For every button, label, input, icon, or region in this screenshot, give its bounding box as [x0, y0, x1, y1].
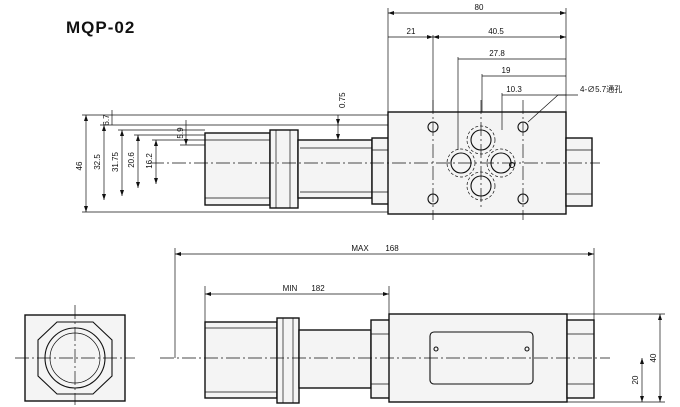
top-view: 80 21 40.5 27.8 19 10.3 4-∅5.7通孔 0.75	[75, 3, 622, 220]
side-stem	[298, 329, 372, 389]
lock-nut	[269, 129, 299, 209]
valve-stem	[297, 139, 373, 199]
dim-31-75: 31.75	[111, 151, 120, 172]
max-value: 168	[385, 244, 399, 253]
hole-callout: 4-∅5.7通孔	[580, 84, 622, 94]
dim-5-9: 5.9	[176, 127, 185, 139]
dim-19: 19	[502, 66, 511, 75]
dim-80: 80	[475, 3, 484, 12]
dim-40: 40	[649, 353, 658, 362]
side-view: MAX 168 MIN 182 40 20	[160, 244, 665, 404]
diagram-title: MQP-02	[66, 18, 136, 37]
adjust-knob	[204, 132, 271, 206]
min-label: MIN	[283, 284, 298, 293]
dim-6-7: 6.7	[102, 114, 111, 126]
end-plug	[565, 137, 593, 207]
dim-20-6: 20.6	[127, 152, 136, 168]
max-label: MAX	[351, 244, 369, 253]
dim-27-8: 27.8	[489, 49, 505, 58]
dim-20: 20	[631, 375, 640, 384]
side-lock-nut	[276, 317, 300, 404]
side-end-plug	[566, 319, 595, 399]
dim-40-5: 40.5	[488, 27, 504, 36]
dim-46: 46	[75, 161, 84, 170]
dim-16-2: 16.2	[145, 153, 154, 169]
dim-10-3: 10.3	[506, 85, 522, 94]
min-value: 182	[311, 284, 325, 293]
side-hex-nut	[370, 319, 392, 399]
dim-21: 21	[407, 27, 416, 36]
dim-32-5: 32.5	[93, 154, 102, 170]
end-view	[15, 305, 135, 405]
side-knob	[204, 321, 278, 399]
dim-0-75: 0.75	[338, 92, 347, 108]
hex-nut	[371, 137, 391, 205]
